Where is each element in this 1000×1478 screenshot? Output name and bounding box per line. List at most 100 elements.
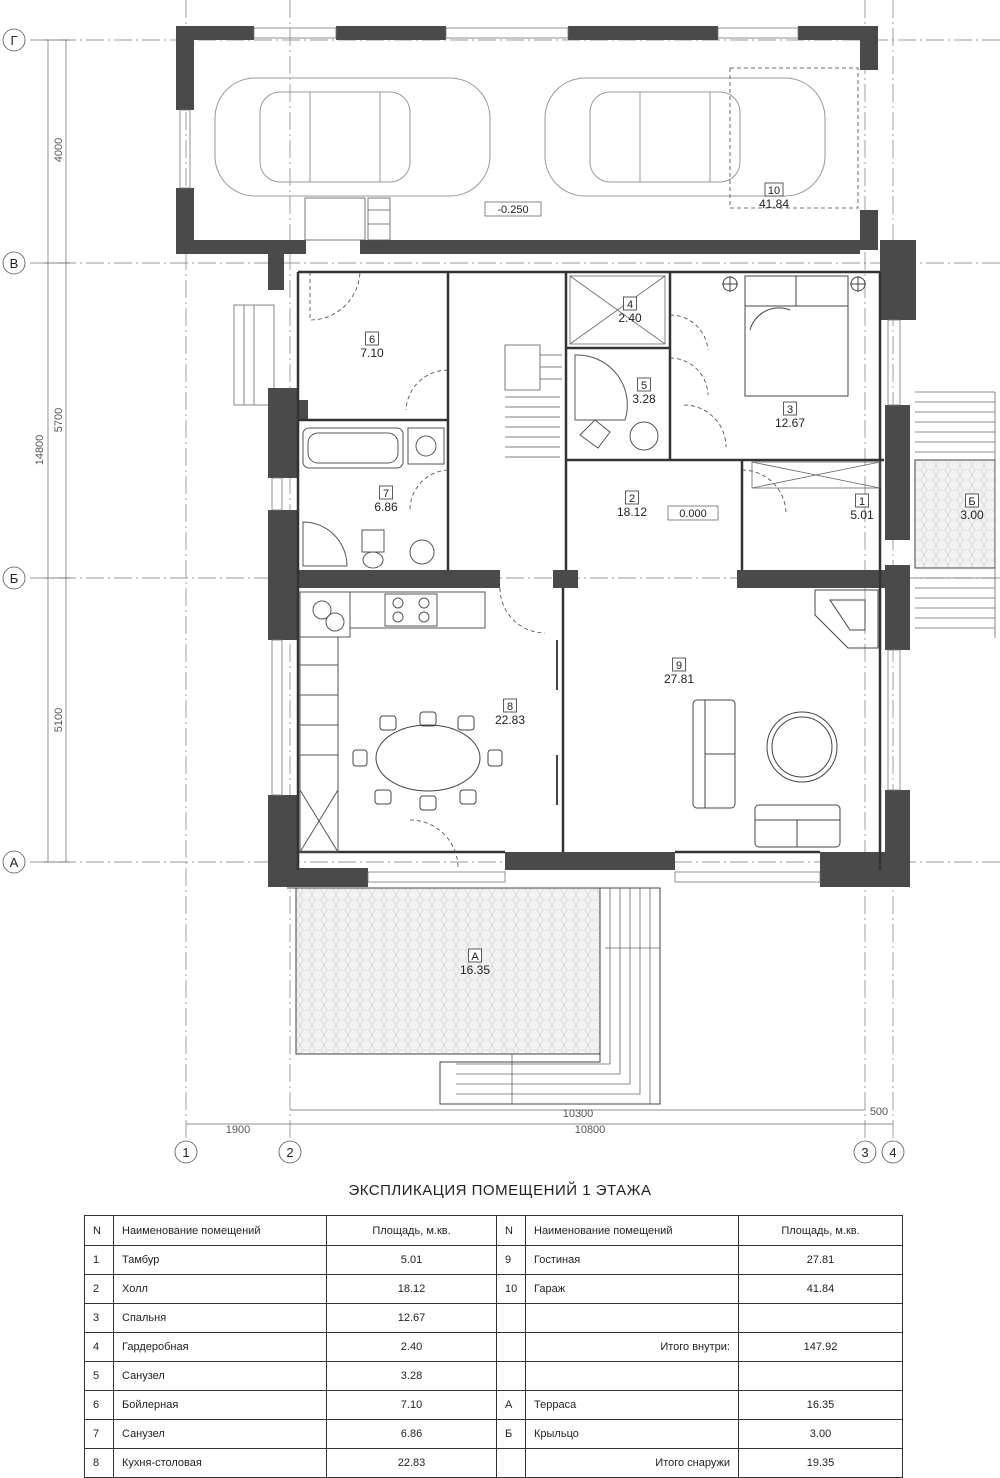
walls (176, 26, 916, 887)
cell-num: 4 (84, 1332, 114, 1362)
windows (179, 27, 901, 883)
level-hall: 0.000 (679, 508, 707, 520)
cell-num: 7 (84, 1419, 114, 1449)
level-garage: -0.250 (497, 204, 528, 216)
fireplace-icon (814, 589, 879, 649)
garage-dashed-area (729, 67, 859, 209)
svg-text:Г: Г (10, 33, 17, 48)
room-area: 12.67 (775, 416, 805, 430)
room-area: 7.10 (360, 346, 384, 360)
floor-plan: Г В Б А 1 2 3 4 4000 5700 5100 14800 190… (2, 0, 1000, 1164)
svg-text:4: 4 (889, 1145, 896, 1160)
room-label: 76.86 (374, 485, 398, 514)
cell-name: Крыльцо (525, 1419, 739, 1449)
axis-col-2: 2 (278, 1140, 302, 1164)
room-label: 15.01 (850, 493, 874, 522)
cell-num: 6 (84, 1390, 114, 1420)
room-number: 3 (787, 404, 793, 416)
header-num: N (84, 1215, 114, 1246)
cell-area: 6.86 (326, 1419, 497, 1449)
cell-num: 5 (84, 1361, 114, 1391)
cell-area: 2.40 (326, 1332, 497, 1362)
room-number-box (625, 490, 639, 505)
toilet-icon (361, 419, 611, 569)
dim-14800: 14800 (34, 435, 46, 466)
garage-door-stair (304, 197, 391, 241)
cell-name: Спальня (113, 1303, 327, 1333)
room-label: 53.28 (632, 377, 656, 406)
cell-area: 41.84 (738, 1274, 903, 1304)
sink-icon (409, 421, 659, 565)
cell-num: 2 (84, 1274, 114, 1304)
room-number-box (965, 493, 979, 508)
svg-text:В: В (10, 256, 19, 271)
room-label: 42.40 (618, 296, 642, 325)
room-area: 6.86 (374, 500, 398, 514)
axis-row-v: В (2, 251, 26, 275)
cell-area: 147.92 (738, 1332, 903, 1362)
cell-name: Санузел (113, 1419, 327, 1449)
cell-name: Санузел (113, 1361, 327, 1391)
dim-500: 500 (870, 1106, 888, 1118)
room-label: 67.10 (360, 331, 384, 360)
cell-area: 7.10 (326, 1390, 497, 1420)
room-number-box (672, 657, 686, 672)
cell-area: 5.01 (326, 1245, 497, 1275)
cell-name: Итого внутри: (525, 1332, 739, 1362)
axis-col-4: 4 (881, 1140, 905, 1164)
header-area-2: Площадь, м.кв. (738, 1215, 903, 1246)
wardrobe-icon (569, 275, 881, 489)
axis-row-g: Г (2, 28, 26, 52)
cell-num (496, 1361, 526, 1391)
cell-name: Гараж (525, 1274, 739, 1304)
dim-10800: 10800 (575, 1124, 606, 1136)
dim-10300: 10300 (563, 1108, 594, 1120)
cell-num: 1 (84, 1245, 114, 1275)
boiler-icon (407, 427, 445, 465)
room-number-box (764, 182, 784, 197)
cell-num: 10 (496, 1274, 526, 1304)
header-name: Наименование помещений (113, 1215, 327, 1246)
room-number: 7 (383, 488, 389, 500)
bathtub-icon (302, 427, 404, 469)
grid-axis-labels: Г В Б А 1 2 3 4 (2, 28, 905, 1164)
door-swings (309, 271, 787, 869)
cell-area: 22.83 (326, 1448, 497, 1478)
dimension-texts: 4000 5700 5100 14800 1900 10300 10800 50… (34, 138, 888, 1136)
room-number: А (471, 951, 479, 963)
header-name-2: Наименование помещений (525, 1215, 739, 1246)
explication-table: N Наименование помещений Площадь, м.кв. … (84, 1215, 903, 1478)
cell-name: Бойлерная (113, 1390, 327, 1420)
room-number: 4 (627, 299, 633, 311)
room-number: 10 (768, 185, 780, 197)
terrace (287, 887, 661, 1105)
dimension-lines (44, 39, 893, 1125)
cell-area: 18.12 (326, 1274, 497, 1304)
side-stair (233, 304, 275, 406)
room-number-box (365, 331, 379, 346)
room-number-box (623, 296, 637, 311)
cell-name: Тамбур (113, 1245, 327, 1275)
cell-area: 3.28 (326, 1361, 497, 1391)
cell-name: Кухня-столовая (113, 1448, 327, 1478)
room-number-box (637, 377, 651, 392)
svg-text:Б: Б (10, 571, 19, 586)
cell-area: 19.35 (738, 1448, 903, 1478)
level-marks: -0.250 0.000 (484, 201, 719, 521)
explication-title: ЭКСПЛИКАЦИЯ ПОМЕЩЕНИЙ 1 ЭТАЖА (348, 1182, 652, 1199)
room-number-box (379, 485, 393, 500)
cell-num: 8 (84, 1448, 114, 1478)
room-number: 2 (629, 493, 635, 505)
cell-area: 27.81 (738, 1245, 903, 1275)
room-label: 822.83 (495, 698, 525, 727)
cell-area (738, 1361, 903, 1391)
table-header-row: N Наименование помещений Площадь, м.кв. … (84, 1215, 903, 1246)
room-area: 18.12 (617, 505, 647, 519)
cell-num: А (496, 1390, 526, 1420)
